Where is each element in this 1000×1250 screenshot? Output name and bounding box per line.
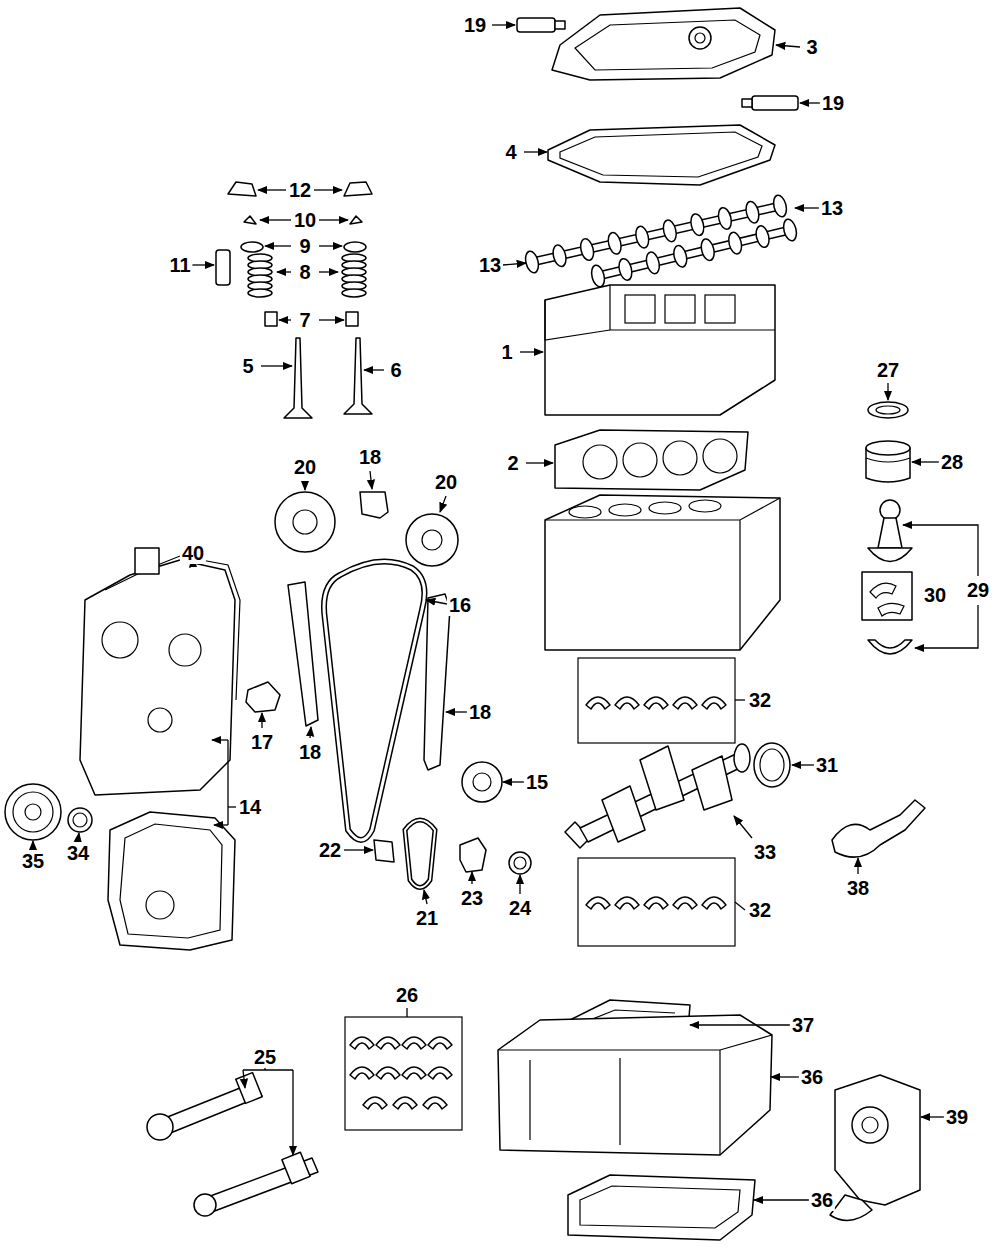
callout-number: 11: [167, 254, 192, 276]
callout-number: 31: [814, 754, 840, 776]
callout-number: 5: [240, 355, 255, 377]
callout-number: 24: [507, 897, 533, 919]
callout-number: 4: [503, 141, 518, 163]
callout-number: 15: [524, 771, 550, 793]
callout-number: 35: [20, 850, 46, 872]
callout-number: 37: [790, 1014, 816, 1036]
callout-number: 26: [394, 984, 420, 1006]
callout-number: 30: [922, 584, 948, 606]
callout-number: 1: [499, 341, 514, 363]
callout-number: 39: [944, 1106, 970, 1128]
callout-number: 36: [799, 1066, 825, 1088]
callout-number: 8: [297, 261, 312, 283]
callout-number: 18: [467, 701, 493, 723]
callout-number: 17: [249, 731, 275, 753]
callout-number: 20: [292, 456, 318, 478]
camshaft: [532, 206, 780, 262]
callout-number: 36: [809, 1189, 835, 1211]
callout-number: 9: [297, 235, 312, 257]
callout-number: 16: [447, 594, 473, 616]
callout-number: 21: [414, 907, 440, 929]
callout-number: 19: [462, 14, 488, 36]
callout-number: 25: [252, 1046, 278, 1068]
callout-number: 40: [180, 542, 206, 564]
callout-number: 19: [820, 92, 846, 114]
callout-number: 27: [875, 359, 901, 381]
callout-number: 20: [433, 471, 459, 493]
callout-number: 18: [297, 741, 323, 763]
callout-number: 28: [939, 451, 965, 473]
callout-number: 38: [845, 877, 871, 899]
callout-number: 2: [505, 452, 520, 474]
callout-number: 32: [747, 689, 773, 711]
callout-number: 13: [477, 254, 503, 276]
callout-number: 29: [965, 579, 991, 601]
callout-number: 3: [804, 36, 819, 58]
callout-number: 10: [292, 209, 318, 231]
callout-number: 7: [297, 309, 312, 331]
callout-number: 23: [459, 887, 485, 909]
callout-number: 14: [237, 796, 263, 818]
callout-number: 32: [747, 899, 773, 921]
callout-number: 6: [388, 359, 403, 381]
callout-number: 13: [819, 197, 845, 219]
callout-number: 18: [357, 446, 383, 468]
callout-number: 22: [317, 839, 343, 861]
callout-number: 33: [752, 841, 778, 863]
callout-number: 12: [287, 179, 313, 201]
callout-number: 34: [65, 842, 91, 864]
